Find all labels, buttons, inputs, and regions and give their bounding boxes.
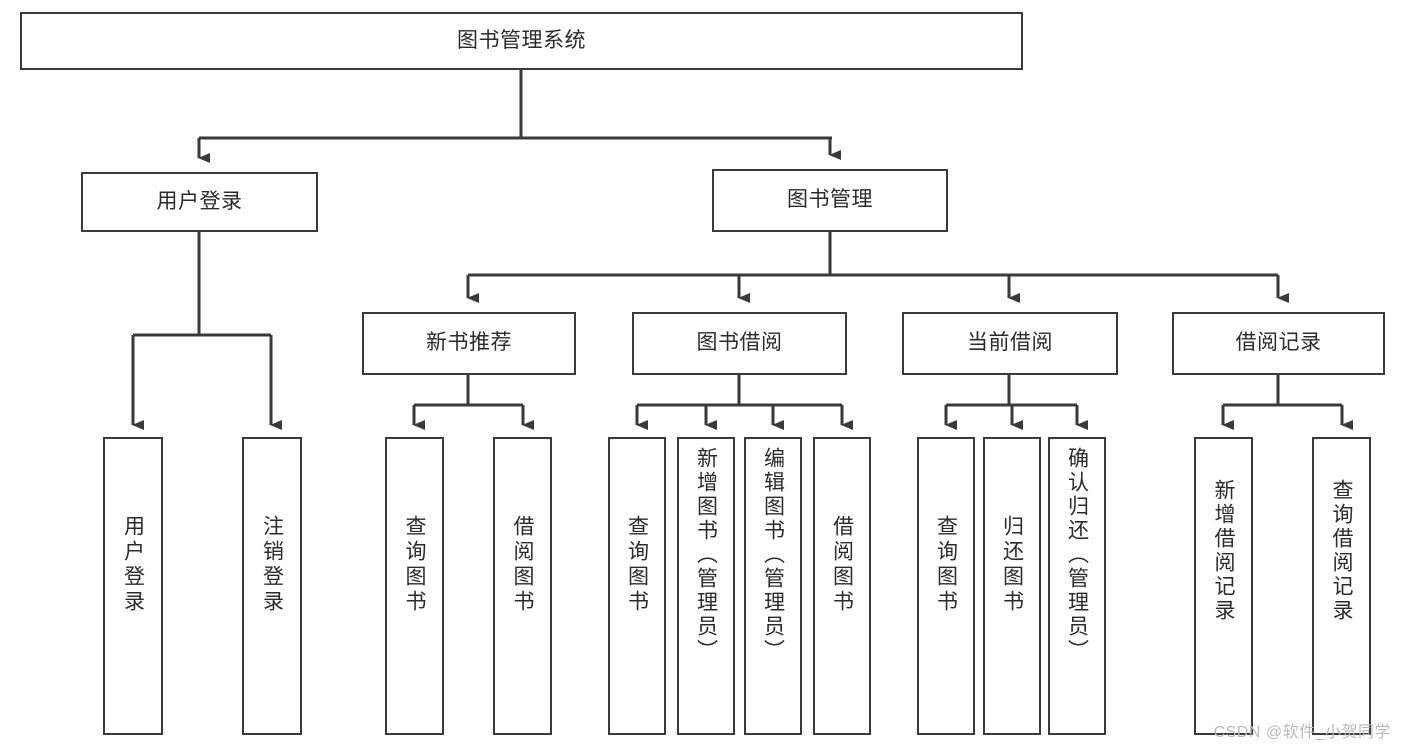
node-leaf-user-login-label: 用户登录 — [121, 515, 145, 615]
node-leaf-user-logout[interactable]: 注销登录 — [242, 437, 302, 735]
node-leaf-query-record-label: 查询借阅记录 — [1330, 479, 1353, 623]
node-leaf-confirm-return[interactable]: 确认归还（管理员） — [1048, 437, 1106, 735]
node-leaf-borrow-book-1[interactable]: 借阅图书 — [493, 437, 552, 735]
node-leaf-query-book-3-label: 查询图书 — [934, 515, 958, 615]
node-leaf-query-book-1-label: 查询图书 — [403, 515, 426, 615]
node-leaf-borrow-book-2[interactable]: 借阅图书 — [813, 437, 871, 735]
node-leaf-edit-book-label: 编辑图书（管理员） — [761, 447, 785, 663]
node-book-borrow[interactable]: 图书借阅 — [632, 312, 847, 375]
node-current-borrow-label: 当前借阅 — [967, 331, 1053, 355]
node-book-manage-label: 图书管理 — [787, 188, 873, 212]
node-borrow-record-label: 借阅记录 — [1235, 331, 1322, 355]
node-book-borrow-label: 图书借阅 — [696, 331, 783, 355]
node-leaf-borrow-book-2-label: 借阅图书 — [830, 515, 854, 615]
node-leaf-add-record-label: 新增借阅记录 — [1212, 479, 1235, 623]
node-user-login-label: 用户登录 — [156, 189, 243, 213]
node-leaf-user-login[interactable]: 用户登录 — [103, 437, 163, 735]
node-leaf-query-record[interactable]: 查询借阅记录 — [1312, 437, 1371, 735]
node-new-book-recommend[interactable]: 新书推荐 — [362, 312, 576, 375]
node-leaf-query-book-2[interactable]: 查询图书 — [608, 437, 666, 735]
node-leaf-add-record[interactable]: 新增借阅记录 — [1194, 437, 1253, 735]
node-root-label: 图书管理系统 — [457, 28, 586, 52]
node-leaf-query-book-1[interactable]: 查询图书 — [385, 437, 444, 735]
node-book-manage[interactable]: 图书管理 — [712, 169, 948, 232]
csdn-watermark: CSDN @软件_小贺同学 — [1213, 724, 1391, 741]
node-leaf-query-book-3[interactable]: 查询图书 — [917, 437, 975, 735]
node-leaf-user-logout-label: 注销登录 — [260, 515, 284, 615]
node-leaf-query-book-2-label: 查询图书 — [625, 515, 649, 615]
node-leaf-add-book-label: 新增图书（管理员） — [694, 447, 718, 663]
node-leaf-return-book-label: 归还图书 — [1000, 515, 1024, 615]
node-leaf-return-book[interactable]: 归还图书 — [983, 437, 1041, 735]
node-current-borrow[interactable]: 当前借阅 — [902, 312, 1118, 375]
node-leaf-confirm-return-label: 确认归还（管理员） — [1065, 447, 1089, 663]
node-user-login[interactable]: 用户登录 — [81, 172, 318, 232]
node-root[interactable]: 图书管理系统 — [20, 12, 1023, 70]
node-new-book-recommend-label: 新书推荐 — [426, 331, 512, 355]
node-borrow-record[interactable]: 借阅记录 — [1172, 312, 1385, 375]
node-leaf-add-book[interactable]: 新增图书（管理员） — [677, 437, 735, 735]
node-leaf-edit-book[interactable]: 编辑图书（管理员） — [744, 437, 802, 735]
node-leaf-borrow-book-1-label: 借阅图书 — [511, 515, 534, 615]
